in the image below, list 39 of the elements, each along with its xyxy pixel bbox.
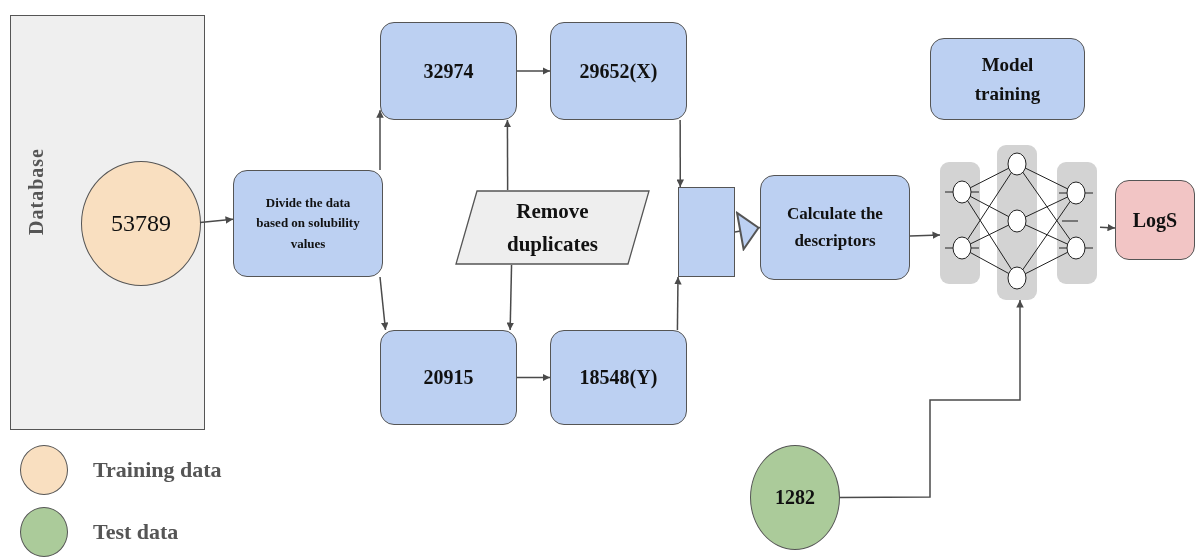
process-box [550, 22, 687, 120]
arrow [734, 211, 761, 251]
process-parallelogram [455, 190, 650, 265]
node-label: 32974 [423, 58, 474, 84]
arrow [1099, 223, 1116, 232]
arrow [503, 119, 512, 191]
arrow [909, 231, 941, 239]
merge-box [678, 187, 735, 277]
database-panel [10, 15, 205, 430]
process-box [380, 330, 517, 425]
process-box [550, 330, 687, 425]
panel-title: Database [23, 147, 48, 237]
node-label: Calculate the descriptors [786, 203, 884, 252]
arrow [376, 109, 384, 171]
node-label: Remove duplicates [506, 197, 599, 258]
process-box [930, 38, 1085, 120]
process-box [380, 22, 517, 120]
neural-network-drawing [940, 145, 1100, 300]
node-label: 20915 [423, 365, 474, 390]
arrow [674, 276, 682, 331]
arrow [506, 264, 515, 331]
node-label: 18548(Y) [579, 365, 658, 391]
legend-label: Training data [93, 457, 222, 483]
process-box [1115, 180, 1195, 260]
process-box [233, 170, 383, 277]
process-box [760, 175, 910, 280]
node-label: Model training [973, 52, 1042, 106]
node-label: 1282 [775, 485, 815, 510]
arrow [199, 216, 234, 224]
arrow [676, 119, 684, 188]
arrow [839, 299, 1024, 499]
arrow [516, 373, 551, 382]
arrow [379, 276, 389, 331]
legend-label: Test data [93, 519, 179, 545]
arrow [516, 67, 551, 75]
node-label: LogS [1132, 207, 1178, 234]
node-label: 29652(X) [579, 58, 658, 85]
node-label: 53789 [111, 208, 171, 238]
node-label: Divide the data based on solubility values [255, 194, 361, 253]
